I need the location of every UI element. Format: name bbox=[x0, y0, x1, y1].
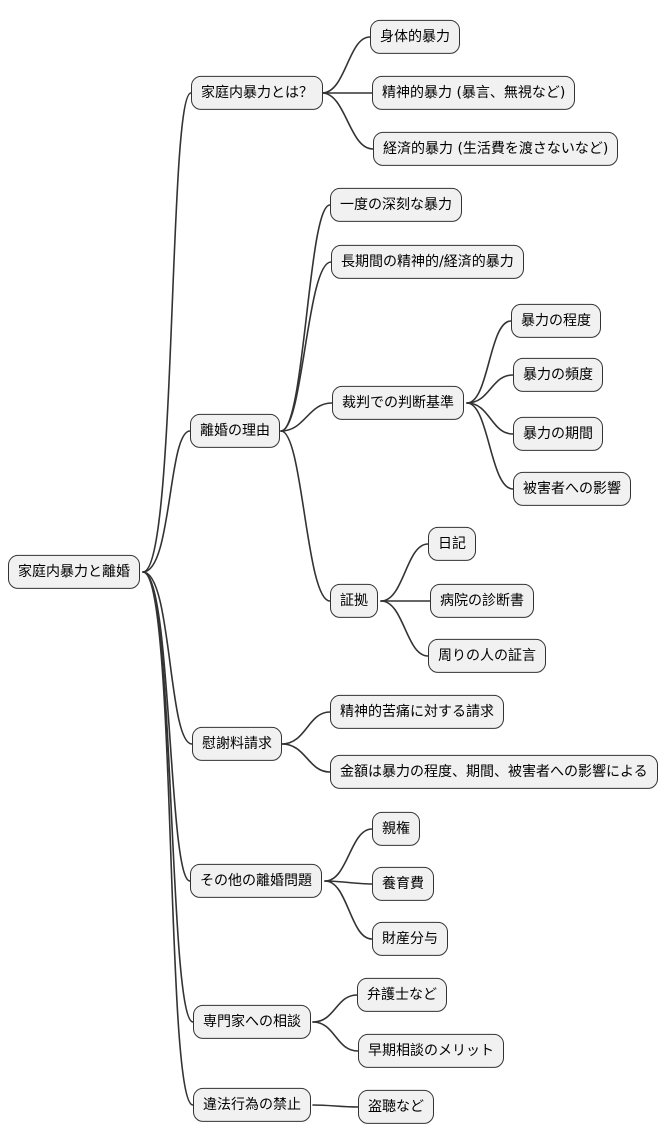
edge-reasons-to-evidence bbox=[280, 430, 331, 602]
node-single-serious-violence: 一度の深刻な暴力 bbox=[330, 187, 462, 223]
edge-root-to-illegal-acts bbox=[142, 571, 194, 1106]
node-physical-violence: 身体的暴力 bbox=[370, 19, 460, 55]
node-domestic-violence-and-divorce: 家庭内暴力と離婚 bbox=[8, 554, 140, 590]
node-impact-on-victim: 被害者への影響 bbox=[513, 471, 631, 507]
node-psychological-violence: 精神的暴力 (暴言、無視など) bbox=[372, 75, 576, 111]
node-wiretapping: 盗聴など bbox=[358, 1089, 434, 1125]
node-claim-for-mental-suffering: 精神的苦痛に対する請求 bbox=[330, 694, 504, 730]
edge-experts-to-lawyers bbox=[312, 994, 358, 1023]
edge-evidence-to-diary bbox=[380, 543, 429, 602]
edge-evidence-to-testimony bbox=[380, 600, 429, 657]
node-other-divorce-issues: その他の離婚問題 bbox=[190, 863, 322, 899]
edge-reasons-to-criteria bbox=[280, 402, 333, 432]
node-witness-testimony: 周りの人の証言 bbox=[428, 638, 546, 674]
edge-root-to-what-is-dv bbox=[142, 92, 192, 573]
node-economic-violence: 経済的暴力 (生活費を渡さないなど) bbox=[373, 131, 619, 167]
edge-other-to-custody bbox=[324, 828, 373, 882]
node-amount-depends-on-factors: 金額は暴力の程度、期間、被害者への影響による bbox=[330, 754, 658, 790]
edge-root-to-reasons bbox=[142, 430, 191, 573]
node-early-consultation-merit: 早期相談のメリット bbox=[358, 1033, 504, 1069]
edge-dv-to-economic bbox=[321, 92, 374, 150]
edge-criteria-to-degree bbox=[466, 320, 512, 404]
node-child-support: 養育費 bbox=[372, 866, 434, 902]
node-duration-of-violence: 暴力の期間 bbox=[513, 416, 603, 452]
node-court-judgment-criteria: 裁判での判断基準 bbox=[332, 385, 464, 421]
node-custody: 親権 bbox=[372, 811, 420, 847]
node-evidence: 証拠 bbox=[330, 583, 378, 619]
node-hospital-certificate: 病院の診断書 bbox=[430, 583, 534, 619]
node-frequency-of-violence: 暴力の頻度 bbox=[513, 357, 603, 393]
edge-root-to-compensation bbox=[142, 571, 193, 745]
node-degree-of-violence: 暴力の程度 bbox=[511, 303, 601, 339]
edge-dv-to-physical bbox=[321, 36, 371, 94]
edge-other-to-property bbox=[324, 880, 373, 940]
edge-criteria-to-impact bbox=[466, 402, 514, 490]
edge-criteria-to-duration bbox=[466, 402, 514, 435]
node-diary: 日記 bbox=[428, 526, 476, 562]
edge-compensation-to-mental bbox=[281, 711, 331, 745]
node-long-term-violence: 長期間の精神的/経済的暴力 bbox=[331, 244, 524, 280]
edge-compensation-to-amount bbox=[281, 743, 331, 773]
node-reasons-for-divorce: 離婚の理由 bbox=[190, 413, 280, 449]
edge-experts-to-early bbox=[312, 1021, 359, 1052]
node-compensation-claim: 慰謝料請求 bbox=[192, 726, 282, 762]
edge-reasons-to-longterm bbox=[280, 261, 332, 432]
edge-illegal-to-wiretap bbox=[312, 1104, 359, 1108]
edge-reasons-to-single-violence bbox=[280, 204, 331, 432]
node-what-is-domestic-violence: 家庭内暴力とは？ bbox=[191, 75, 323, 111]
node-prohibited-illegal-acts: 違法行為の禁止 bbox=[193, 1087, 311, 1123]
node-property-division: 財産分与 bbox=[372, 921, 448, 957]
edge-criteria-to-frequency bbox=[466, 374, 514, 404]
node-lawyers: 弁護士など bbox=[357, 977, 447, 1013]
node-consult-experts: 専門家への相談 bbox=[193, 1004, 311, 1040]
